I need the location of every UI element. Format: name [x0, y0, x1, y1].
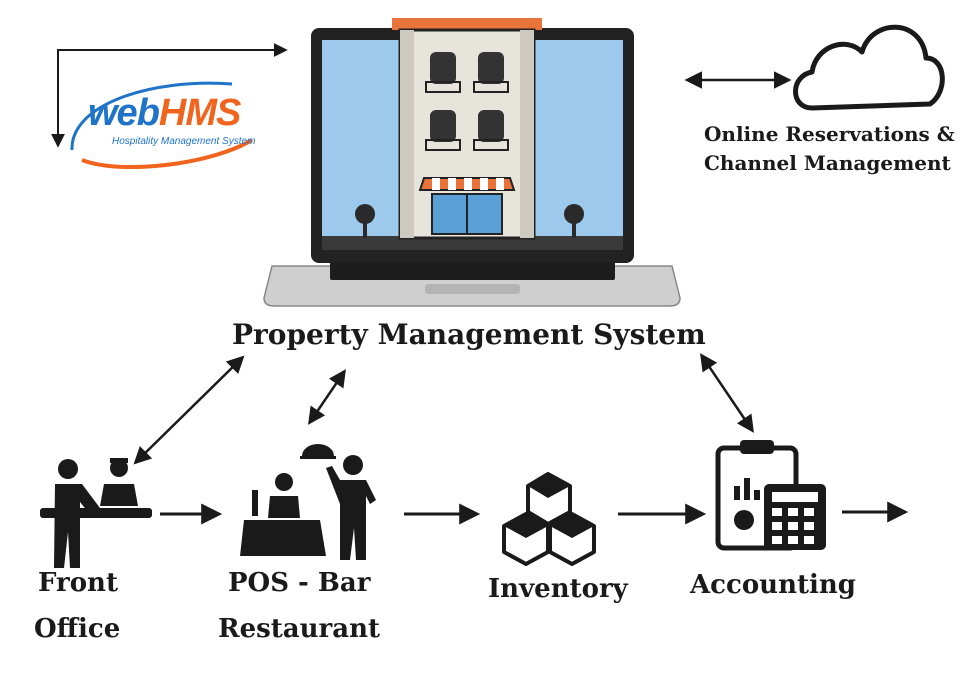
- logo-tagline: Hospitality Management System: [112, 136, 256, 147]
- cloud-label-line2: Channel Management: [704, 151, 951, 175]
- cloud-label-line1: Online Reservations &: [704, 122, 955, 146]
- module-pos-line2: Restaurant: [218, 614, 381, 644]
- module-front-office-line1: Front: [38, 568, 118, 598]
- arrow-pms-accounting: [700, 353, 754, 433]
- logo-brand-hms: HMS: [158, 92, 241, 134]
- module-inventory: Inventory: [488, 574, 628, 604]
- logo-swoosh: [70, 81, 254, 169]
- receptionist-icon: [40, 458, 152, 568]
- module-front-office-line2: Office: [34, 614, 121, 644]
- arrow-pms-pos: [308, 369, 346, 425]
- waiter-icon: [240, 444, 376, 560]
- hotel-building-icon: [355, 18, 584, 240]
- webhms-logo: webHMS: [88, 92, 241, 135]
- center-title: Property Management System: [232, 318, 706, 351]
- clipboard-calculator-icon: [715, 440, 826, 551]
- arrow-pms-front-office: [133, 355, 245, 465]
- module-accounting: Accounting: [690, 570, 856, 600]
- logo-loop-arrow: [51, 43, 288, 148]
- logo-brand-web: web: [88, 92, 160, 134]
- cloud-icon: [793, 24, 945, 111]
- module-pos-line1: POS - Bar: [228, 568, 371, 598]
- boxes-icon: [502, 472, 596, 566]
